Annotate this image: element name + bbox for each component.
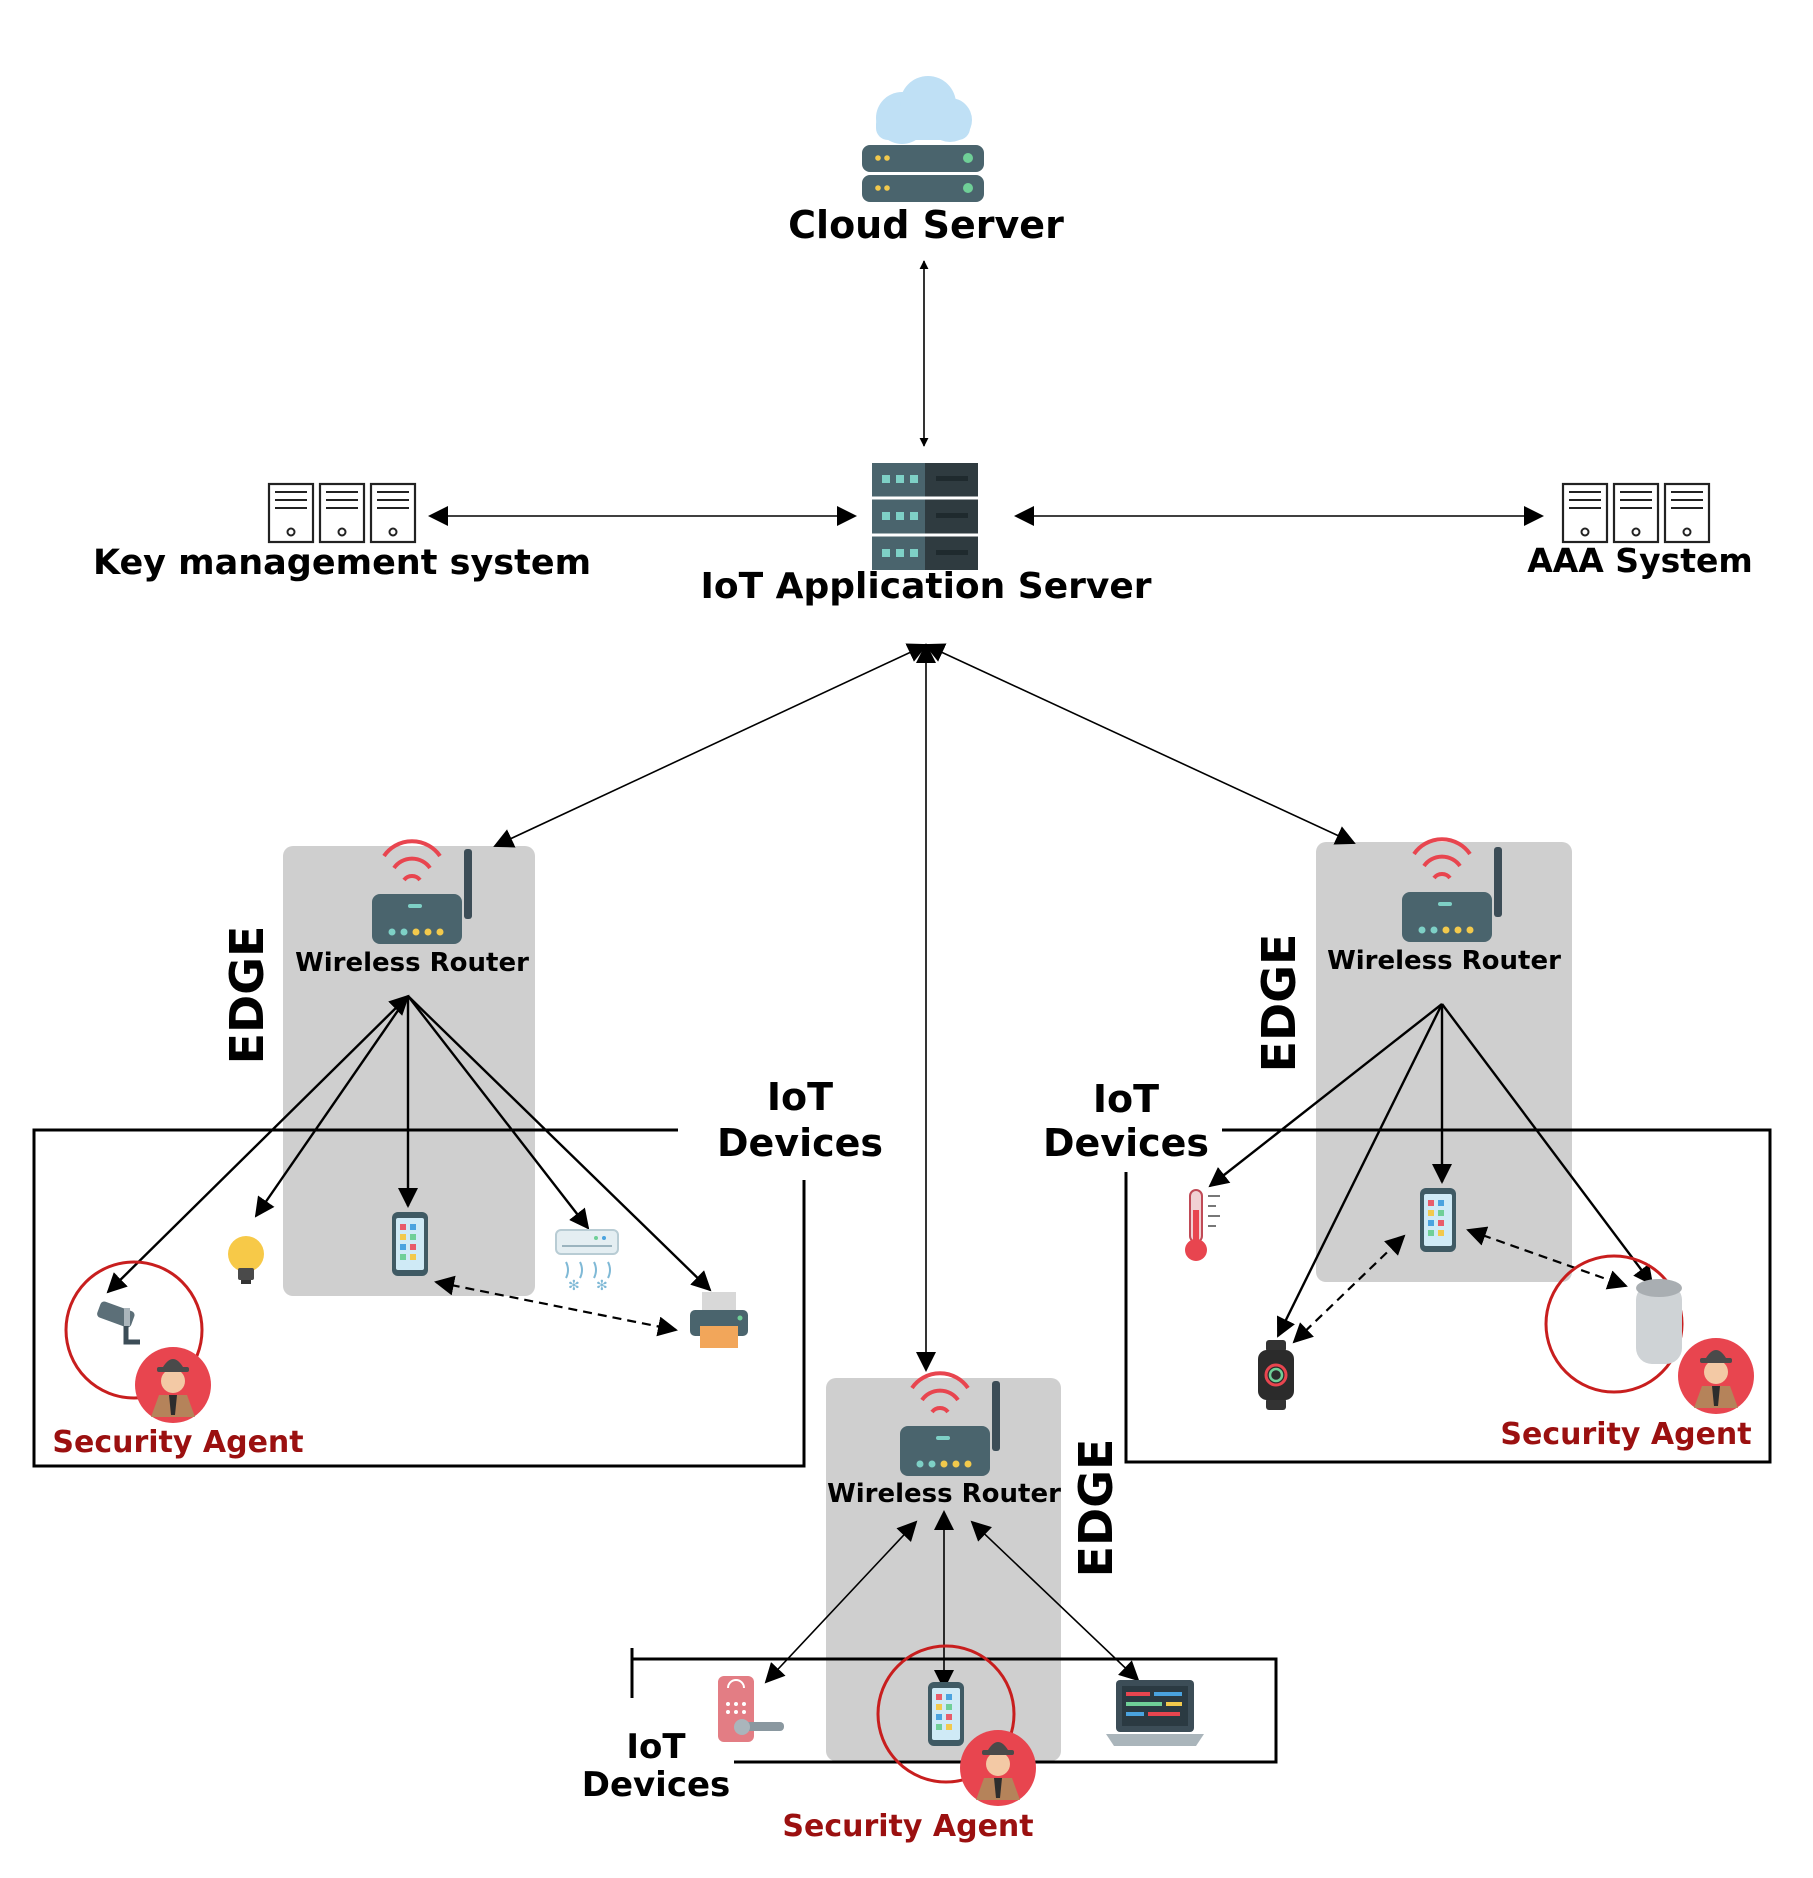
wireless-router-label-right: Wireless Router: [1327, 946, 1561, 976]
key-management-servers-icon: [267, 482, 417, 544]
edge-panel-right: [1316, 842, 1572, 1282]
wireless-router-label-bottom: Wireless Router: [827, 1479, 1061, 1509]
svg-text:✻: ✻: [568, 1278, 580, 1294]
smartphone-icon-bottom: [928, 1682, 964, 1746]
smart-lock-icon: [718, 1676, 784, 1742]
security-agent-label-bottom: Security Agent: [782, 1809, 1033, 1844]
aaa-servers-icon: [1561, 482, 1711, 544]
key-management-label: Key management system: [93, 543, 591, 583]
security-agent-icon-bottom: [960, 1730, 1036, 1806]
link-app-edge-left: [493, 643, 928, 848]
iot-devices-label-bottom-2: Devices: [582, 1765, 731, 1805]
edge-label-left: EDGE: [220, 926, 274, 1065]
svg-text:✻: ✻: [596, 1278, 608, 1294]
smartphone-icon-left: [392, 1212, 428, 1276]
edge-label-right: EDGE: [1252, 934, 1306, 1073]
app-server-icon: [872, 463, 978, 570]
thermometer-icon: [1185, 1189, 1220, 1261]
iot-devices-label-right-2: Devices: [1043, 1121, 1209, 1165]
wireless-router-label-left: Wireless Router: [295, 948, 529, 978]
iot-devices-label-bottom-1: IoT: [626, 1727, 686, 1767]
iot-devices-label-left-2: Devices: [717, 1121, 883, 1165]
cloud-server-icon: [862, 76, 984, 202]
light-bulb-icon: [228, 1236, 264, 1284]
edge-label-bottom: EDGE: [1069, 1439, 1123, 1578]
link-app-edge-right: [924, 643, 1356, 845]
security-agent-label-left: Security Agent: [52, 1425, 303, 1460]
laptop-icon: [1106, 1680, 1204, 1746]
iot-devices-label-right-1: IoT: [1093, 1077, 1159, 1121]
aaa-system-label: AAA System: [1527, 541, 1753, 580]
security-agent-icon-left: [135, 1347, 211, 1423]
iot-devices-box-bottom: [630, 1648, 1278, 1764]
cloud-server-label: Cloud Server: [788, 203, 1064, 247]
iot-devices-box-right: [1124, 1128, 1772, 1464]
security-agent-label-right: Security Agent: [1500, 1417, 1751, 1452]
iot-app-server-label: IoT Application Server: [700, 566, 1151, 607]
air-conditioner-icon: ✻ ✻: [555, 1229, 619, 1294]
security-agent-icon-right: [1678, 1338, 1754, 1414]
printer-icon: [690, 1292, 748, 1348]
cctv-camera-icon: [97, 1301, 140, 1345]
smartwatch-icon: [1258, 1340, 1294, 1410]
iot-devices-label-left-1: IoT: [767, 1075, 833, 1119]
smart-speaker-icon: [1636, 1279, 1682, 1364]
smartphone-icon-right: [1420, 1188, 1456, 1252]
